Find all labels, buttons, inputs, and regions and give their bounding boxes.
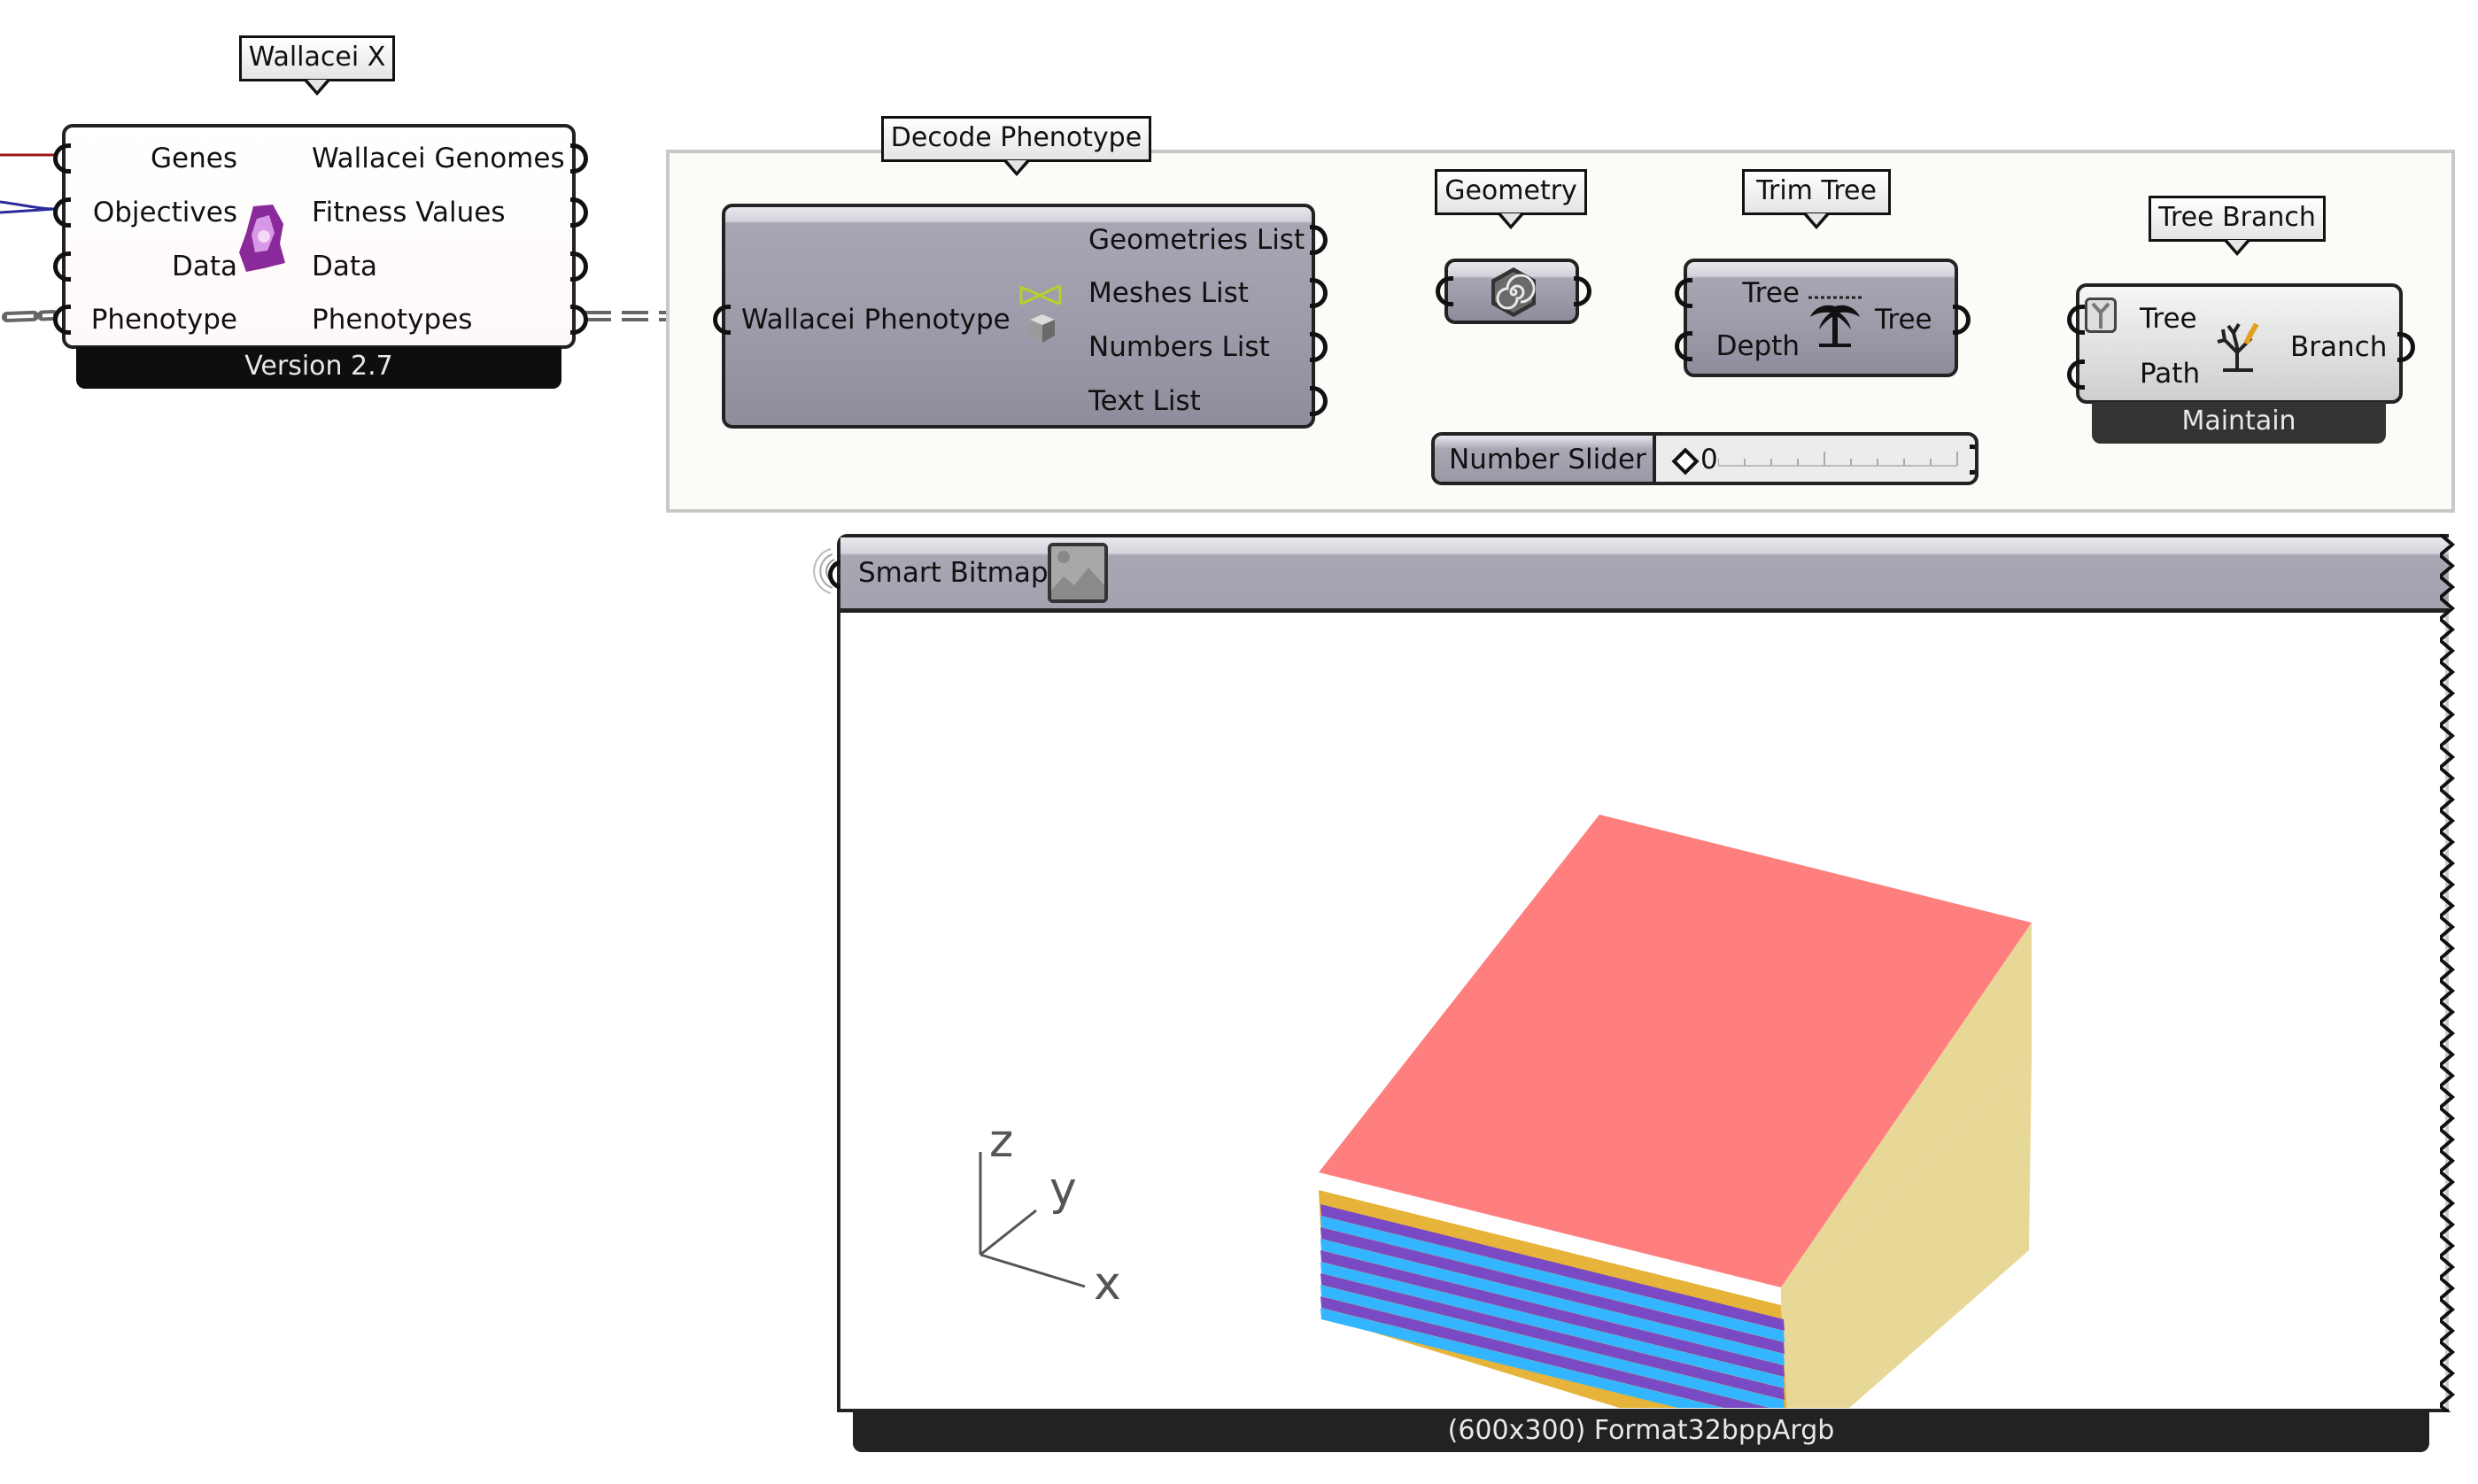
tree-branch-maintain-footer: Maintain: [2092, 402, 2386, 444]
wallacei-tag: Wallacei X: [239, 35, 395, 96]
bitmap-viewport: z y x: [840, 613, 2449, 1460]
port-smart-bitmap-in[interactable]: [828, 560, 846, 590]
decode-tag: Decode Phenotype: [881, 116, 1151, 176]
box-side-top: [1781, 923, 2032, 1305]
port-trim-tree-out[interactable]: [1953, 305, 1971, 335]
box-stripe: [1320, 1273, 1785, 1400]
tree-branch-node[interactable]: Tree Path Branch: [2067, 283, 2415, 404]
axis-label-x: x: [1094, 1257, 1121, 1310]
axis-label-z: z: [989, 1115, 1013, 1168]
port-branch-out[interactable]: [2397, 332, 2415, 362]
output-label-data: Data: [312, 251, 378, 282]
box-stripes: [1320, 1204, 1785, 1434]
port-genes[interactable]: [53, 143, 71, 174]
tree-branch-icon: [2212, 317, 2265, 375]
wire-phenotype-in-core: [6, 313, 54, 319]
flatten-zip-icon: [2085, 298, 2117, 333]
input-label-objectives: Objectives: [92, 197, 237, 228]
box-stripe: [1320, 1216, 1785, 1342]
trim-tree-node[interactable]: Tree Depth Tree: [1675, 259, 1971, 377]
output-label-branch: Branch: [2290, 331, 2388, 363]
axis-y-line: [980, 1209, 1037, 1256]
number-slider[interactable]: Number Slider 0: [1431, 432, 1979, 485]
slider-value-diamond-icon: [1671, 447, 1700, 475]
input-label-path: Path: [2140, 358, 2201, 390]
port-meshes-list[interactable]: [1310, 278, 1328, 308]
output-label-wallacei-genomes: Wallacei Genomes: [312, 143, 565, 174]
port-data-out[interactable]: [570, 251, 588, 282]
box-stripe: [1320, 1227, 1785, 1354]
port-wallacei-genomes[interactable]: [570, 143, 588, 174]
port-trim-depth[interactable]: [1675, 331, 1692, 361]
slider-label-area: [1435, 436, 1656, 482]
input-label-phenotype: Phenotype: [90, 304, 237, 336]
wire-objectives-2: [0, 207, 56, 214]
port-branch-tree[interactable]: [2067, 305, 2085, 335]
input-label-genes: Genes: [151, 143, 237, 174]
slider-value: 0: [1700, 444, 1718, 475]
port-fitness-values[interactable]: [570, 197, 588, 228]
port-data-in[interactable]: [53, 251, 71, 282]
output-label-fitness-values: Fitness Values: [312, 197, 506, 228]
slider-label: Number Slider: [1449, 444, 1646, 475]
slider-track[interactable]: [1718, 465, 1957, 467]
port-geometries-list[interactable]: [1310, 225, 1328, 255]
box-stripe: [1320, 1262, 1785, 1388]
wallacei-node[interactable]: Genes Objectives Data Phenotype Wallacei…: [53, 124, 588, 349]
output-label-phenotypes: Phenotypes: [312, 304, 473, 336]
wallacei-icon: [237, 203, 287, 274]
box-stripe: [1320, 1239, 1785, 1365]
axis-label-y: y: [1049, 1163, 1077, 1216]
smart-bitmap-resize-edge[interactable]: [2440, 534, 2466, 1412]
port-phenotype[interactable]: [53, 305, 71, 335]
input-label-tree: Tree: [2140, 303, 2197, 335]
smart-bitmap-node[interactable]: Smart Bitmap z y x: [828, 534, 2449, 1460]
smart-bitmap-format-footer: (600x300) Format32bppArgb: [853, 1412, 2429, 1452]
input-label-wallacei-phenotype: Wallacei Phenotype: [741, 304, 1011, 336]
box-stripe: [1320, 1308, 1785, 1434]
port-branch-path[interactable]: [2067, 359, 2085, 390]
port-phenotypes[interactable]: [570, 305, 588, 335]
port-trim-tree-in[interactable]: [1675, 278, 1692, 308]
palm-tree-icon: [1807, 294, 1863, 351]
box-top-face: [1319, 815, 2032, 1287]
image-icon: [1048, 543, 1108, 603]
output-label-meshes-list: Meshes List: [1088, 277, 1249, 309]
output-label-geometries-list: Geometries List: [1088, 224, 1305, 256]
port-objectives[interactable]: [53, 197, 71, 228]
box-stripe: [1320, 1204, 1785, 1331]
trim-tree-tag: Trim Tree: [1742, 169, 1891, 229]
wire-objectives: [0, 200, 56, 211]
bitmap-image: z y x: [979, 815, 2032, 1460]
port-wallacei-phenotype[interactable]: [713, 305, 731, 335]
box-stripe: [1320, 1285, 1785, 1411]
input-label-data: Data: [171, 251, 237, 282]
wallacei-version-footer: Version 2.7: [76, 347, 561, 389]
output-label-tree: Tree: [1875, 304, 1932, 336]
input-label-tree: Tree: [1742, 277, 1800, 309]
axis-x-line: [980, 1253, 1086, 1288]
output-label-text-list: Text List: [1088, 385, 1201, 417]
input-label-depth: Depth: [1715, 330, 1800, 362]
box-stripe: [1320, 1250, 1785, 1377]
slider-ticks: [1718, 452, 1958, 466]
output-label-numbers-list: Numbers List: [1088, 331, 1270, 363]
geometry-spiral-icon: [1487, 266, 1540, 319]
port-slider-out[interactable]: [1970, 444, 1975, 475]
geometry-tag: Geometry: [1435, 169, 1587, 229]
port-geometry-out[interactable]: [1574, 276, 1591, 306]
dna-cube-icon: [1016, 281, 1065, 352]
tree-branch-tag: Tree Branch: [2149, 196, 2326, 256]
box-stripe: [1320, 1296, 1785, 1423]
smart-bitmap-title: Smart Bitmap: [858, 557, 1049, 589]
box-side-face: [1781, 1055, 2032, 1460]
smart-bitmap-header: [840, 537, 2449, 613]
decode-phenotype-node[interactable]: Wallacei Phenotype Geometries List Meshe…: [713, 204, 1328, 429]
port-text-list[interactable]: [1310, 386, 1328, 416]
port-numbers-list[interactable]: [1310, 332, 1328, 362]
geometry-param-node[interactable]: [1436, 259, 1591, 324]
port-geometry-in[interactable]: [1436, 276, 1453, 306]
axis-gizmo: [979, 1152, 1086, 1288]
